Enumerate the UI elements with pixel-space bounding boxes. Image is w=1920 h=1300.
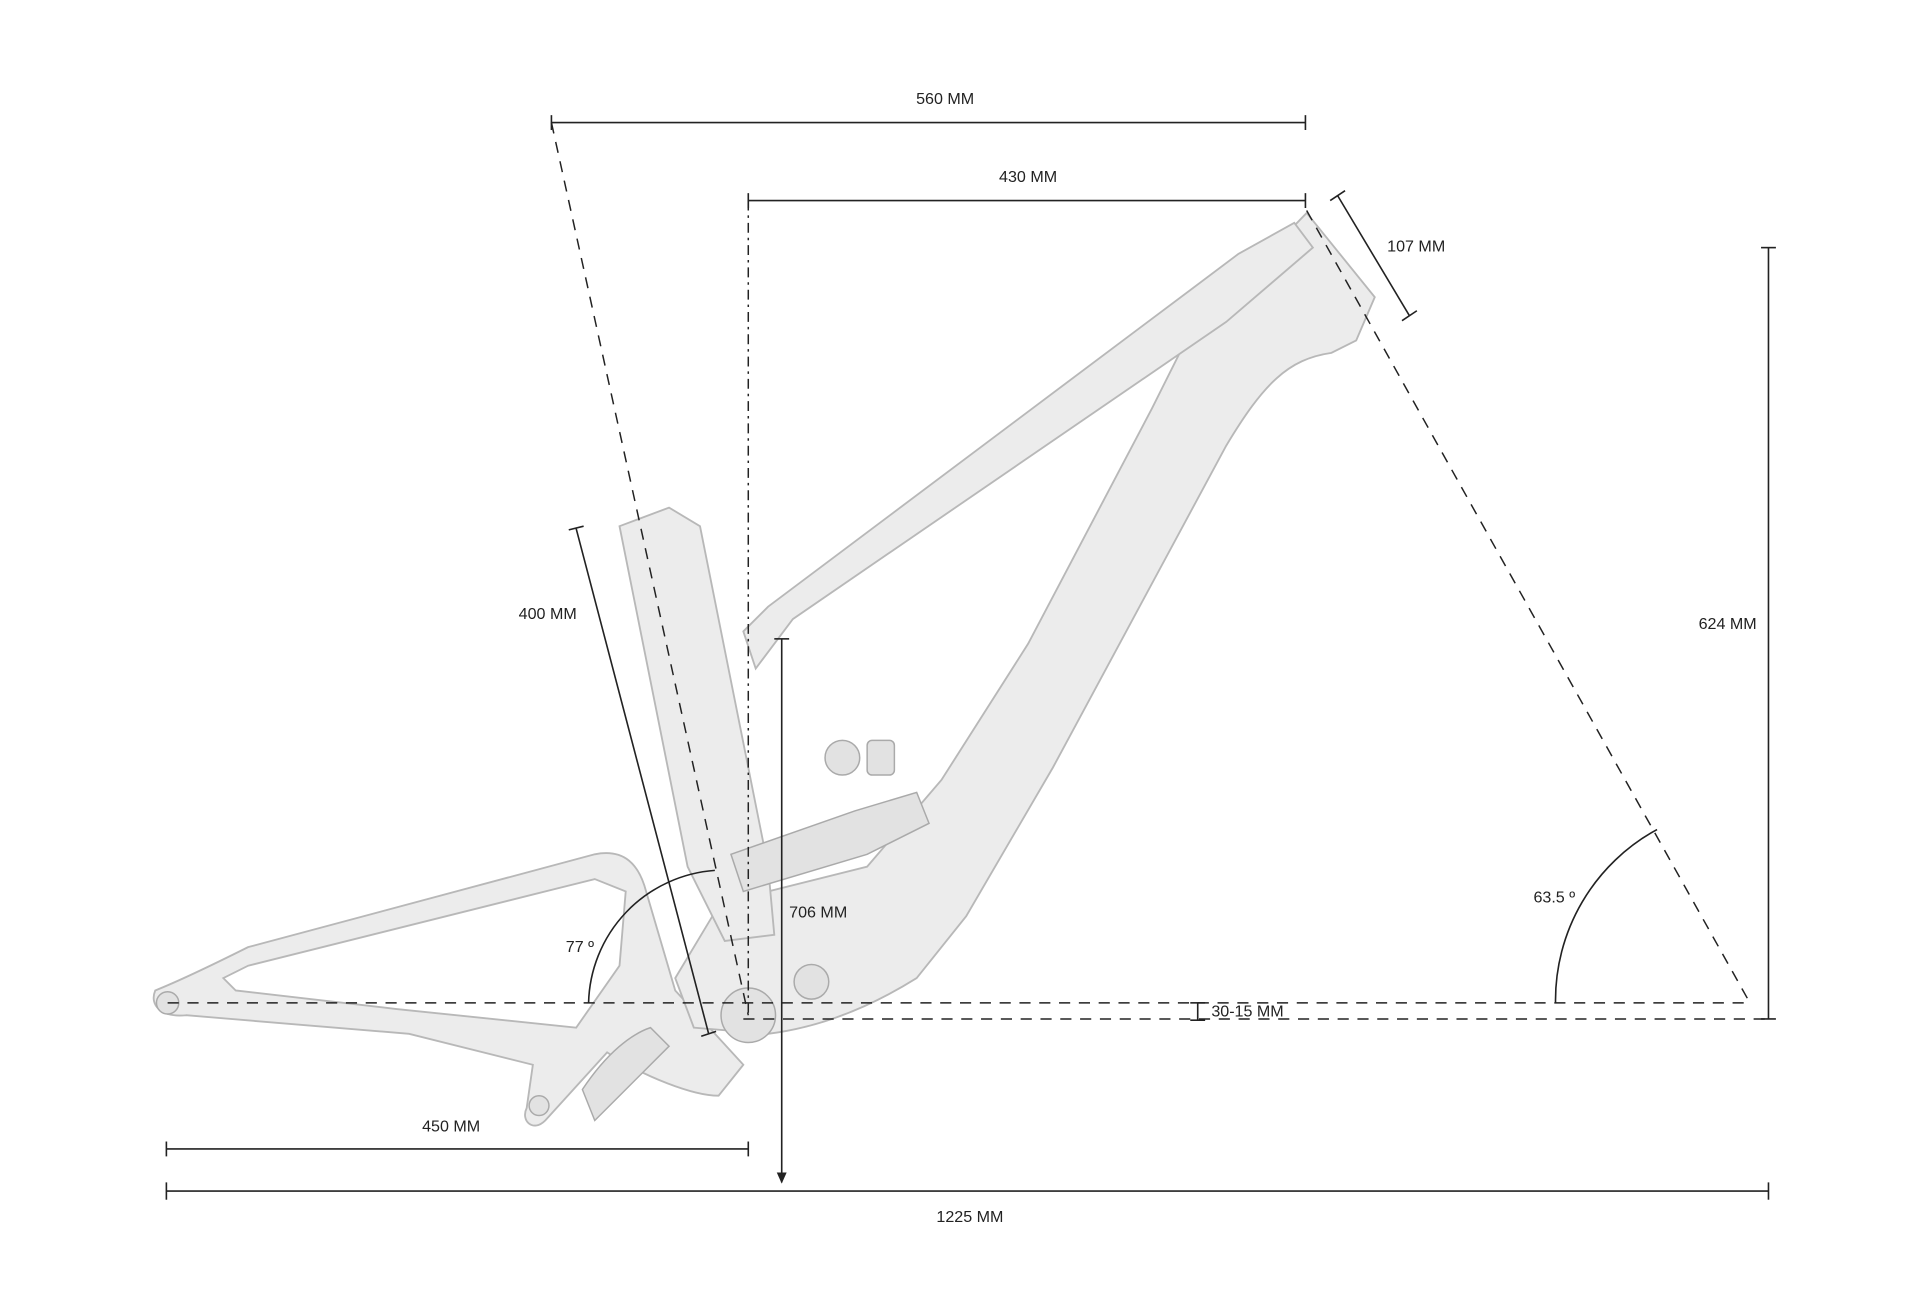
- dim-624: 624 MM: [1699, 246, 1776, 1020]
- dim-107: 107 MM: [1329, 189, 1445, 322]
- steering-axis: [1306, 210, 1751, 1004]
- dim-450: 450 MM: [165, 1118, 750, 1157]
- seat-angle: 77 º: [566, 869, 715, 1003]
- seat-axis: [550, 122, 750, 1016]
- shock: [730, 791, 930, 893]
- dim-label: 107 MM: [1387, 237, 1445, 255]
- motor-mount: [793, 963, 830, 1000]
- dim-label: 450 MM: [422, 1118, 480, 1136]
- dim-bb-drop: 30-15 MM: [1190, 1002, 1284, 1021]
- dim-label: 1225 MM: [936, 1208, 1003, 1226]
- head-angle: 63.5 º: [1533, 828, 1658, 1003]
- bike-frame: [152, 211, 1376, 1127]
- shock-lever: [866, 739, 896, 776]
- angle-label: 77 º: [566, 938, 594, 956]
- dim-label: 400 MM: [519, 605, 577, 623]
- dim-label: 560 MM: [916, 90, 974, 108]
- seat-tube: [618, 506, 776, 942]
- angle-label: 63.5 º: [1533, 889, 1575, 907]
- dim-label: 430 MM: [999, 168, 1057, 186]
- rear-triangle: [152, 852, 745, 1127]
- top-tube: [742, 221, 1315, 671]
- dim-label: 30-15 MM: [1211, 1002, 1283, 1020]
- shock-reservoir: [824, 739, 861, 776]
- pivot: [528, 1094, 550, 1117]
- dim-1225: 1225 MM: [165, 1182, 1770, 1226]
- dim-430: 430 MM: [747, 168, 1307, 208]
- dim-560: 560 MM: [550, 90, 1307, 130]
- dim-706: 706 MM: [774, 638, 847, 1184]
- dim-label: 706 MM: [789, 903, 847, 921]
- chainring: [581, 1026, 671, 1122]
- dim-400: 400 MM: [519, 525, 717, 1038]
- down-tube: [674, 211, 1376, 1035]
- dim-label: 624 MM: [1699, 615, 1757, 633]
